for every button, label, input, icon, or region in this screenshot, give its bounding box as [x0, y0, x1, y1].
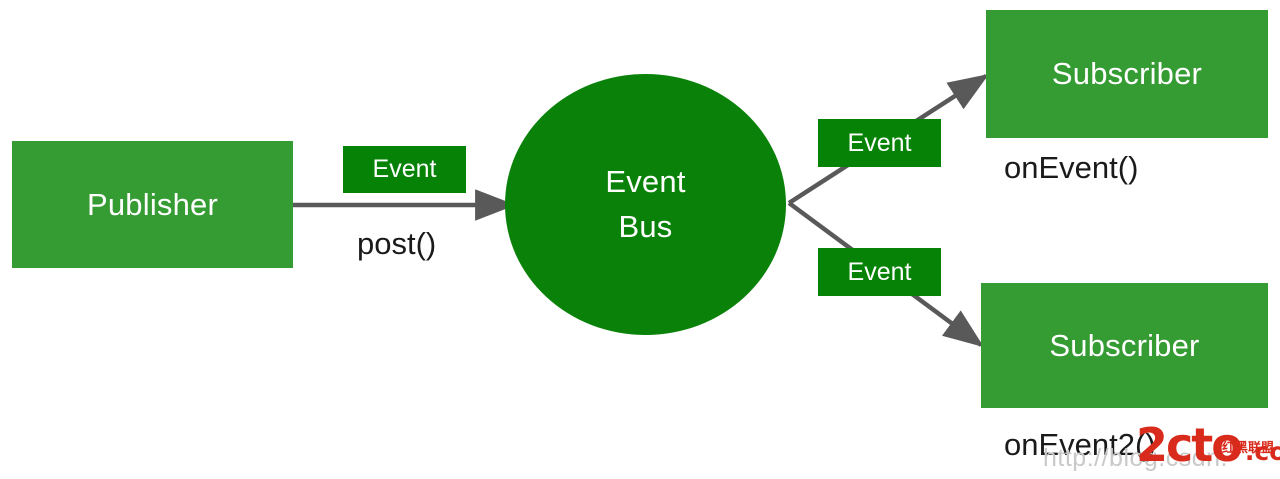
caption-post-method: post() — [357, 226, 437, 261]
publisher-node[interactable]: Publisher — [12, 141, 293, 268]
publisher-label: Publisher — [86, 186, 219, 222]
event-tag-post-label: Event — [372, 155, 437, 183]
caption-on-event-bottom: onEvent2() — [1004, 427, 1156, 462]
subscriber-bottom-label: Subscriber — [1049, 327, 1200, 363]
subscriber-top-label: Subscriber — [1051, 56, 1203, 91]
watermark-url: http://blog.csdn. — [1043, 444, 1229, 472]
subscriber-top-node[interactable]: Subscriber — [986, 10, 1268, 138]
event-bus-node[interactable]: Event Bus — [505, 74, 786, 335]
event-tag-top: Event — [818, 119, 941, 167]
watermark-brand: 2cto — [1136, 418, 1243, 472]
caption-on-event-top: onEvent() — [1004, 150, 1139, 185]
event-bus-label-line1: Event — [605, 163, 686, 199]
watermark-domain: .com — [1244, 437, 1280, 467]
event-bus-label-line2: Bus — [618, 208, 673, 244]
watermark-logo: 2cto .com — [1136, 418, 1280, 472]
event-tag-top-label: Event — [847, 128, 912, 157]
watermark-cn-text: 红黑联盟 — [1222, 441, 1275, 456]
event-tag-post: Event — [343, 146, 466, 193]
event-tag-bottom-label: Event — [847, 257, 912, 286]
subscriber-bottom-node[interactable]: Subscriber — [981, 283, 1268, 408]
event-tag-bottom: Event — [818, 248, 941, 296]
